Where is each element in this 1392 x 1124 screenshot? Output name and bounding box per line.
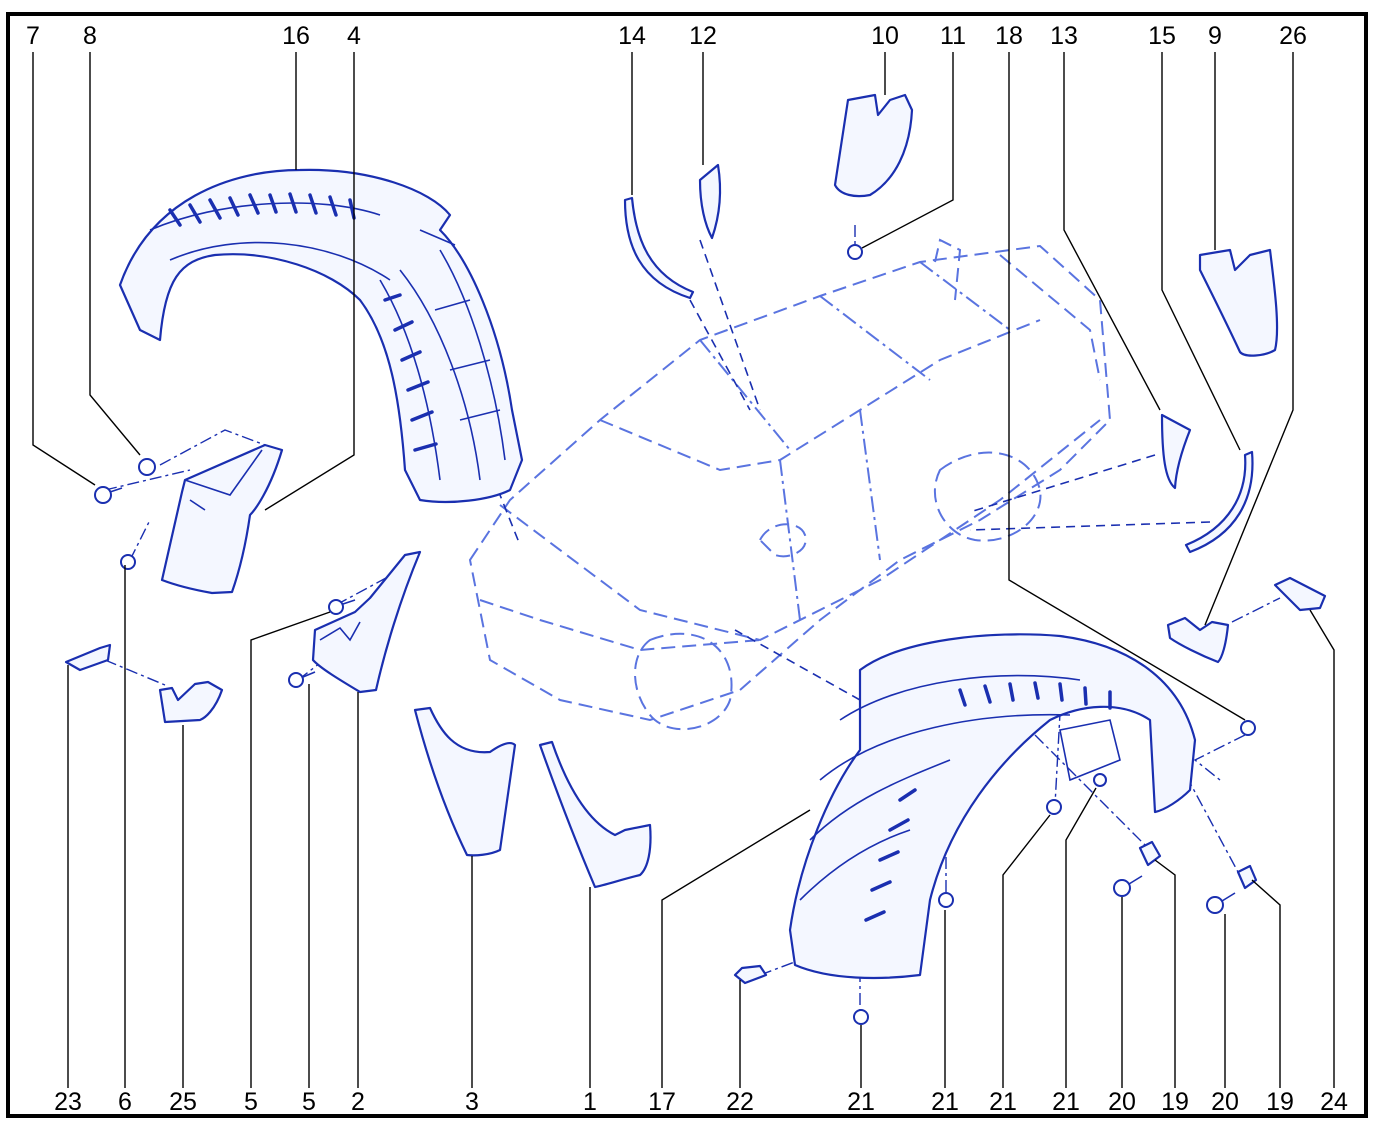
callout-13: 13 <box>1050 22 1078 50</box>
front-mudflap-left <box>160 443 284 595</box>
callout-21: 21 <box>931 1088 959 1116</box>
callout-20: 20 <box>1108 1088 1136 1116</box>
bolt-20-b <box>1206 896 1224 914</box>
nut-8 <box>138 458 156 476</box>
callout-18: 18 <box>995 22 1023 50</box>
bolt-20-a <box>1113 879 1131 897</box>
clip-22 <box>733 964 768 985</box>
bracket-26 <box>1166 616 1230 664</box>
callout-2: 2 <box>351 1088 365 1116</box>
callout-1: 1 <box>583 1088 597 1116</box>
callout-22: 22 <box>726 1088 754 1116</box>
callout-23: 23 <box>54 1088 82 1116</box>
callout-5: 5 <box>302 1088 316 1116</box>
leader-lines <box>32 52 1335 1088</box>
callout-12: 12 <box>689 22 717 50</box>
callout-21: 21 <box>989 1088 1017 1116</box>
bracket-24 <box>1273 576 1327 612</box>
callout-11: 11 <box>940 22 966 50</box>
callout-8: 8 <box>83 22 97 50</box>
callout-26: 26 <box>1279 22 1307 50</box>
nut-19-a <box>1138 840 1162 867</box>
bolt-7 <box>94 486 112 504</box>
front-arch-moulding <box>623 196 695 300</box>
callout-21: 21 <box>847 1088 875 1116</box>
rear-mudflap-left <box>413 706 517 857</box>
callout-5: 5 <box>244 1088 258 1116</box>
rear-mudflap-right <box>538 740 652 889</box>
callout-4: 4 <box>347 22 361 50</box>
callout-7: 7 <box>26 22 40 50</box>
front-mudflap-right <box>311 550 422 694</box>
callout-19: 19 <box>1266 1088 1294 1116</box>
callout-15: 15 <box>1148 22 1176 50</box>
front-wheel-arch-liner <box>118 168 524 504</box>
clip-21-b <box>938 892 954 908</box>
callout-10: 10 <box>871 22 899 50</box>
bracket-23 <box>64 643 112 672</box>
bolt-5-upper <box>328 599 344 615</box>
callout-3: 3 <box>465 1088 479 1116</box>
callout-14: 14 <box>618 22 646 50</box>
callout-6: 6 <box>118 1088 132 1116</box>
clip-21-c <box>1046 799 1062 815</box>
front-splash-pad <box>698 163 722 240</box>
callout-24: 24 <box>1320 1088 1348 1116</box>
clip-21-a <box>853 1009 869 1025</box>
rear-arch-moulding <box>1184 450 1254 554</box>
diagram-frame <box>6 12 1368 1118</box>
rear-splash-shield-9 <box>1198 248 1279 357</box>
callout-19: 19 <box>1161 1088 1189 1116</box>
rear-splash-pad <box>1160 413 1192 490</box>
clip-6 <box>120 554 136 570</box>
callout-16: 16 <box>282 22 310 50</box>
nut-19-b <box>1236 864 1258 890</box>
vehicle-outline <box>468 238 1112 731</box>
callout-21: 21 <box>1052 1088 1080 1116</box>
bracket-25 <box>158 680 224 724</box>
nut-11 <box>847 244 863 260</box>
front-splash-shield-10 <box>833 93 914 198</box>
callout-25: 25 <box>169 1088 197 1116</box>
nut-18 <box>1240 720 1256 736</box>
clip-21-d <box>1093 773 1107 787</box>
callout-9: 9 <box>1208 22 1222 50</box>
rear-wheel-arch-liner <box>788 633 1197 980</box>
callout-20: 20 <box>1211 1088 1239 1116</box>
bolt-5-lower <box>288 672 304 688</box>
callout-17: 17 <box>648 1088 676 1116</box>
fasteners <box>94 244 1258 1025</box>
